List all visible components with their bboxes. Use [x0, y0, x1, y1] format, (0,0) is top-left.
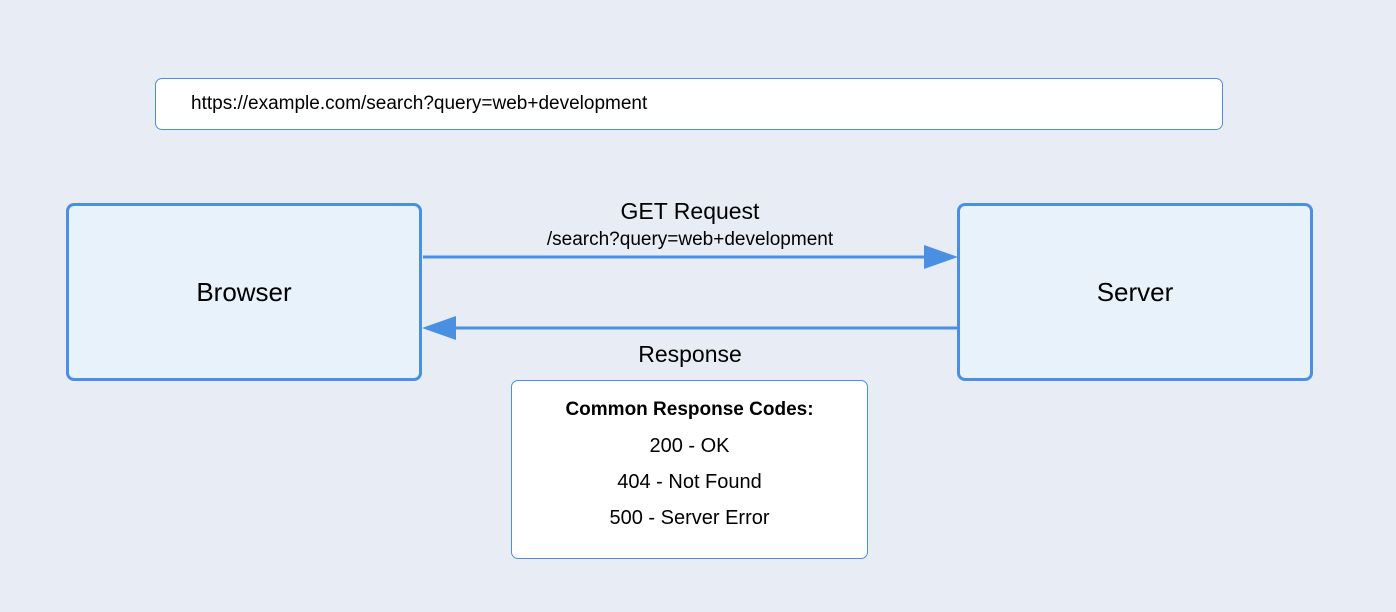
response-code-500: 500 - Server Error	[609, 507, 770, 529]
response-codes-box: Common Response Codes: 200 - OK 404 - No…	[511, 380, 868, 559]
response-code-200: 200 - OK	[649, 435, 730, 457]
server-node: Server	[957, 203, 1313, 381]
response-arrow	[422, 316, 957, 340]
response-codes-list: 200 - OK 404 - Not Found 500 - Server Er…	[512, 435, 867, 529]
server-label: Server	[1096, 276, 1174, 307]
url-text: https://example.com/search?query=web+dev…	[191, 93, 648, 114]
response-codes-title: Common Response Codes:	[565, 399, 814, 420]
request-path-label: /search?query=web+development	[546, 229, 834, 250]
response-code-404: 404 - Not Found	[617, 471, 762, 493]
request-label: GET Request	[620, 198, 760, 224]
browser-node: Browser	[66, 203, 422, 381]
browser-label: Browser	[196, 276, 292, 307]
response-label: Response	[638, 341, 742, 367]
url-bar[interactable]: https://example.com/search?query=web+dev…	[155, 78, 1223, 130]
